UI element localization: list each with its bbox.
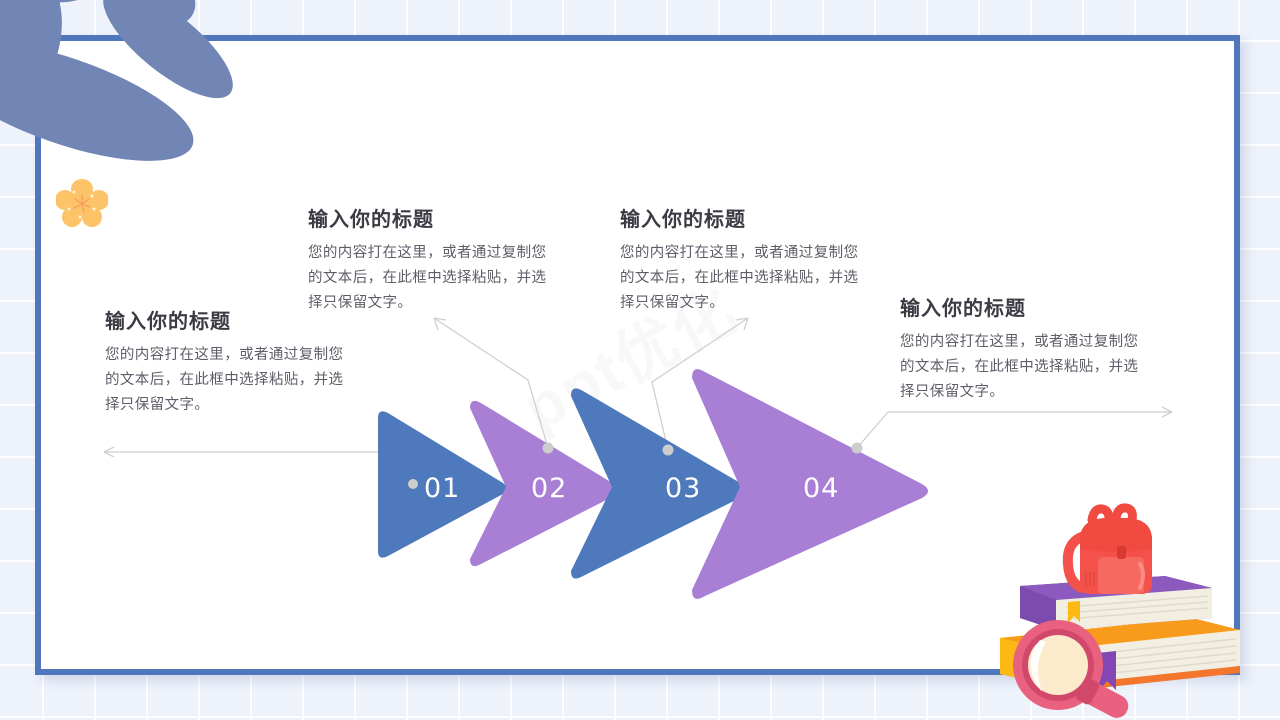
step-text-block-4: 输入你的标题 您的内容打在这里，或者通过复制您的文本后，在此框中选择粘贴，并选择…: [900, 292, 1152, 405]
step-text-block-1: 输入你的标题 您的内容打在这里，或者通过复制您的文本后，在此框中选择粘贴，并选择…: [105, 305, 345, 418]
step-arrow-2[interactable]: [470, 400, 619, 567]
step-title-2: 输入你的标题: [308, 207, 434, 231]
step-arrow-1[interactable]: [378, 411, 507, 558]
connector-dot-group: [408, 442, 863, 489]
connector-line-4: [856, 411, 1172, 449]
step-number-2: 02: [531, 473, 568, 504]
connector-dot-3: [662, 444, 674, 456]
step-arrow-3[interactable]: [571, 388, 747, 579]
content-card: [35, 35, 1240, 675]
school-supplies-illustration: [1000, 503, 1240, 718]
purple-book-icon: [1020, 576, 1212, 630]
step-number-1: 01: [424, 473, 461, 504]
connector-arrowhead-4: [1161, 406, 1173, 418]
connector-arrowhead-3: [735, 317, 749, 331]
connector-dot-2: [542, 442, 554, 454]
step-body-2: 您的内容打在这里，或者通过复制您的文本后，在此框中选择粘贴，并选择只保留文字。: [308, 245, 547, 311]
step-body-3: 您的内容打在这里，或者通过复制您的文本后，在此框中选择粘贴，并选择只保留文字。: [620, 245, 859, 311]
step-title-4: 输入你的标题: [900, 296, 1026, 320]
step-title-3: 输入你的标题: [620, 207, 746, 231]
step-text-block-2: 输入你的标题 您的内容打在这里，或者通过复制您的文本后，在此框中选择粘贴，并选择…: [308, 203, 556, 316]
connector-arrowhead-2: [433, 317, 447, 331]
connector-arrowhead-1: [103, 446, 115, 458]
connector-dot-4: [851, 442, 863, 454]
step-number-3: 03: [665, 473, 702, 504]
step-arrow-4[interactable]: [692, 369, 928, 599]
step-title-1: 输入你的标题: [105, 309, 231, 333]
connector-line-1: [104, 451, 414, 485]
connector-line-3: [651, 317, 749, 451]
step-number-4: 04: [803, 473, 840, 504]
magnifier-icon: [1013, 620, 1129, 718]
step-body-4: 您的内容打在这里，或者通过复制您的文本后，在此框中选择粘贴，并选择只保留文字。: [900, 334, 1139, 400]
connector-dot-1: [408, 479, 418, 489]
step-text-block-3: 输入你的标题 您的内容打在这里，或者通过复制您的文本后，在此框中选择粘贴，并选择…: [620, 203, 868, 316]
backpack-icon: [1062, 503, 1152, 594]
step-body-1: 您的内容打在这里，或者通过复制您的文本后，在此框中选择粘贴，并选择只保留文字。: [105, 347, 344, 413]
connector-line-2: [433, 317, 549, 449]
flower-icon: [56, 179, 108, 227]
